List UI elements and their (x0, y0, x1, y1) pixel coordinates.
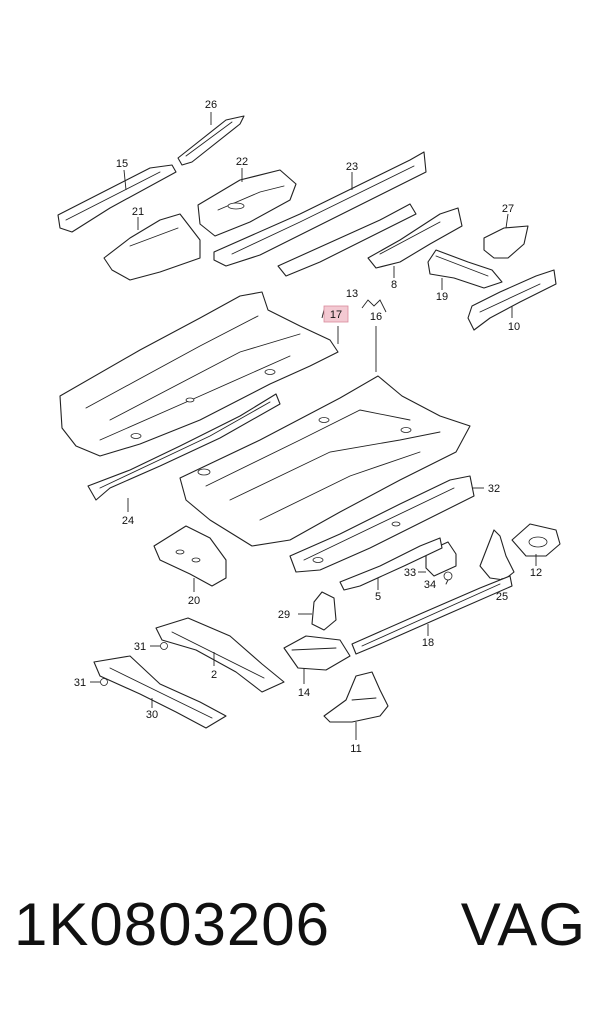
callout-31-upper: 31 (134, 641, 146, 653)
part-19 (427, 249, 503, 290)
part-29 (298, 591, 337, 631)
brand-name: VAG (460, 891, 586, 958)
callout-25: 25 (496, 591, 508, 603)
callout-10: 10 (508, 321, 520, 333)
callout-33: 33 (404, 567, 416, 579)
callout-2: 2 (211, 669, 217, 681)
part-27 (483, 213, 529, 259)
part-8 (367, 207, 463, 278)
part-21 (103, 213, 201, 281)
part-31-upper (150, 642, 168, 650)
part-14 (283, 635, 351, 684)
callout-18: 18 (422, 637, 434, 649)
part-18 (351, 575, 513, 655)
callout-29: 29 (278, 609, 290, 621)
part-2 (155, 617, 285, 693)
callout-31-lower: 31 (74, 677, 86, 689)
part-10 (467, 269, 557, 331)
callout-30: 30 (146, 709, 158, 721)
part-26 (177, 112, 245, 166)
part-17-floor-pan (59, 291, 339, 457)
part-number: 1K0803206 (14, 891, 330, 958)
callout-labels: 26 15 22 23 21 27 8 19 10 13 17 16 24 32… (74, 99, 542, 755)
callout-14: 14 (298, 687, 310, 699)
part-11 (323, 671, 389, 740)
callout-17: 17 (330, 309, 342, 321)
callout-24: 24 (122, 515, 134, 527)
callout-16: 16 (370, 311, 382, 323)
callout-34: 34 (424, 579, 436, 591)
part-5 (339, 537, 443, 591)
footer: 1K0803206 VAG (0, 890, 600, 980)
part-16-rear-floor (179, 299, 471, 547)
callout-20: 20 (188, 595, 200, 607)
part-24 (87, 393, 281, 512)
part-23 (213, 151, 427, 277)
part-34 (443, 571, 453, 585)
part-12 (511, 523, 561, 566)
callout-13: 13 (346, 288, 358, 300)
part-32 (289, 475, 484, 573)
callout-11: 11 (350, 743, 361, 755)
callout-8: 8 (391, 279, 397, 291)
part-31-lower (90, 678, 108, 686)
callout-17-highlight (323, 305, 349, 323)
callout-32: 32 (488, 483, 500, 495)
callout-27: 27 (502, 203, 514, 215)
callout-26: 26 (205, 99, 217, 111)
callout-21: 21 (132, 206, 144, 218)
parts-exploded-diagram: 26 15 22 23 21 27 8 19 10 13 17 16 24 32… (57, 99, 561, 755)
part-22 (197, 168, 297, 237)
callout-19: 19 (436, 291, 448, 303)
callout-12: 12 (530, 567, 542, 579)
part-15 (57, 164, 177, 233)
callout-5: 5 (375, 591, 381, 603)
part-20 (153, 525, 227, 592)
part-30 (93, 655, 227, 729)
callout-15: 15 (116, 158, 128, 170)
callout-22: 22 (236, 156, 248, 168)
callout-23: 23 (346, 161, 358, 173)
